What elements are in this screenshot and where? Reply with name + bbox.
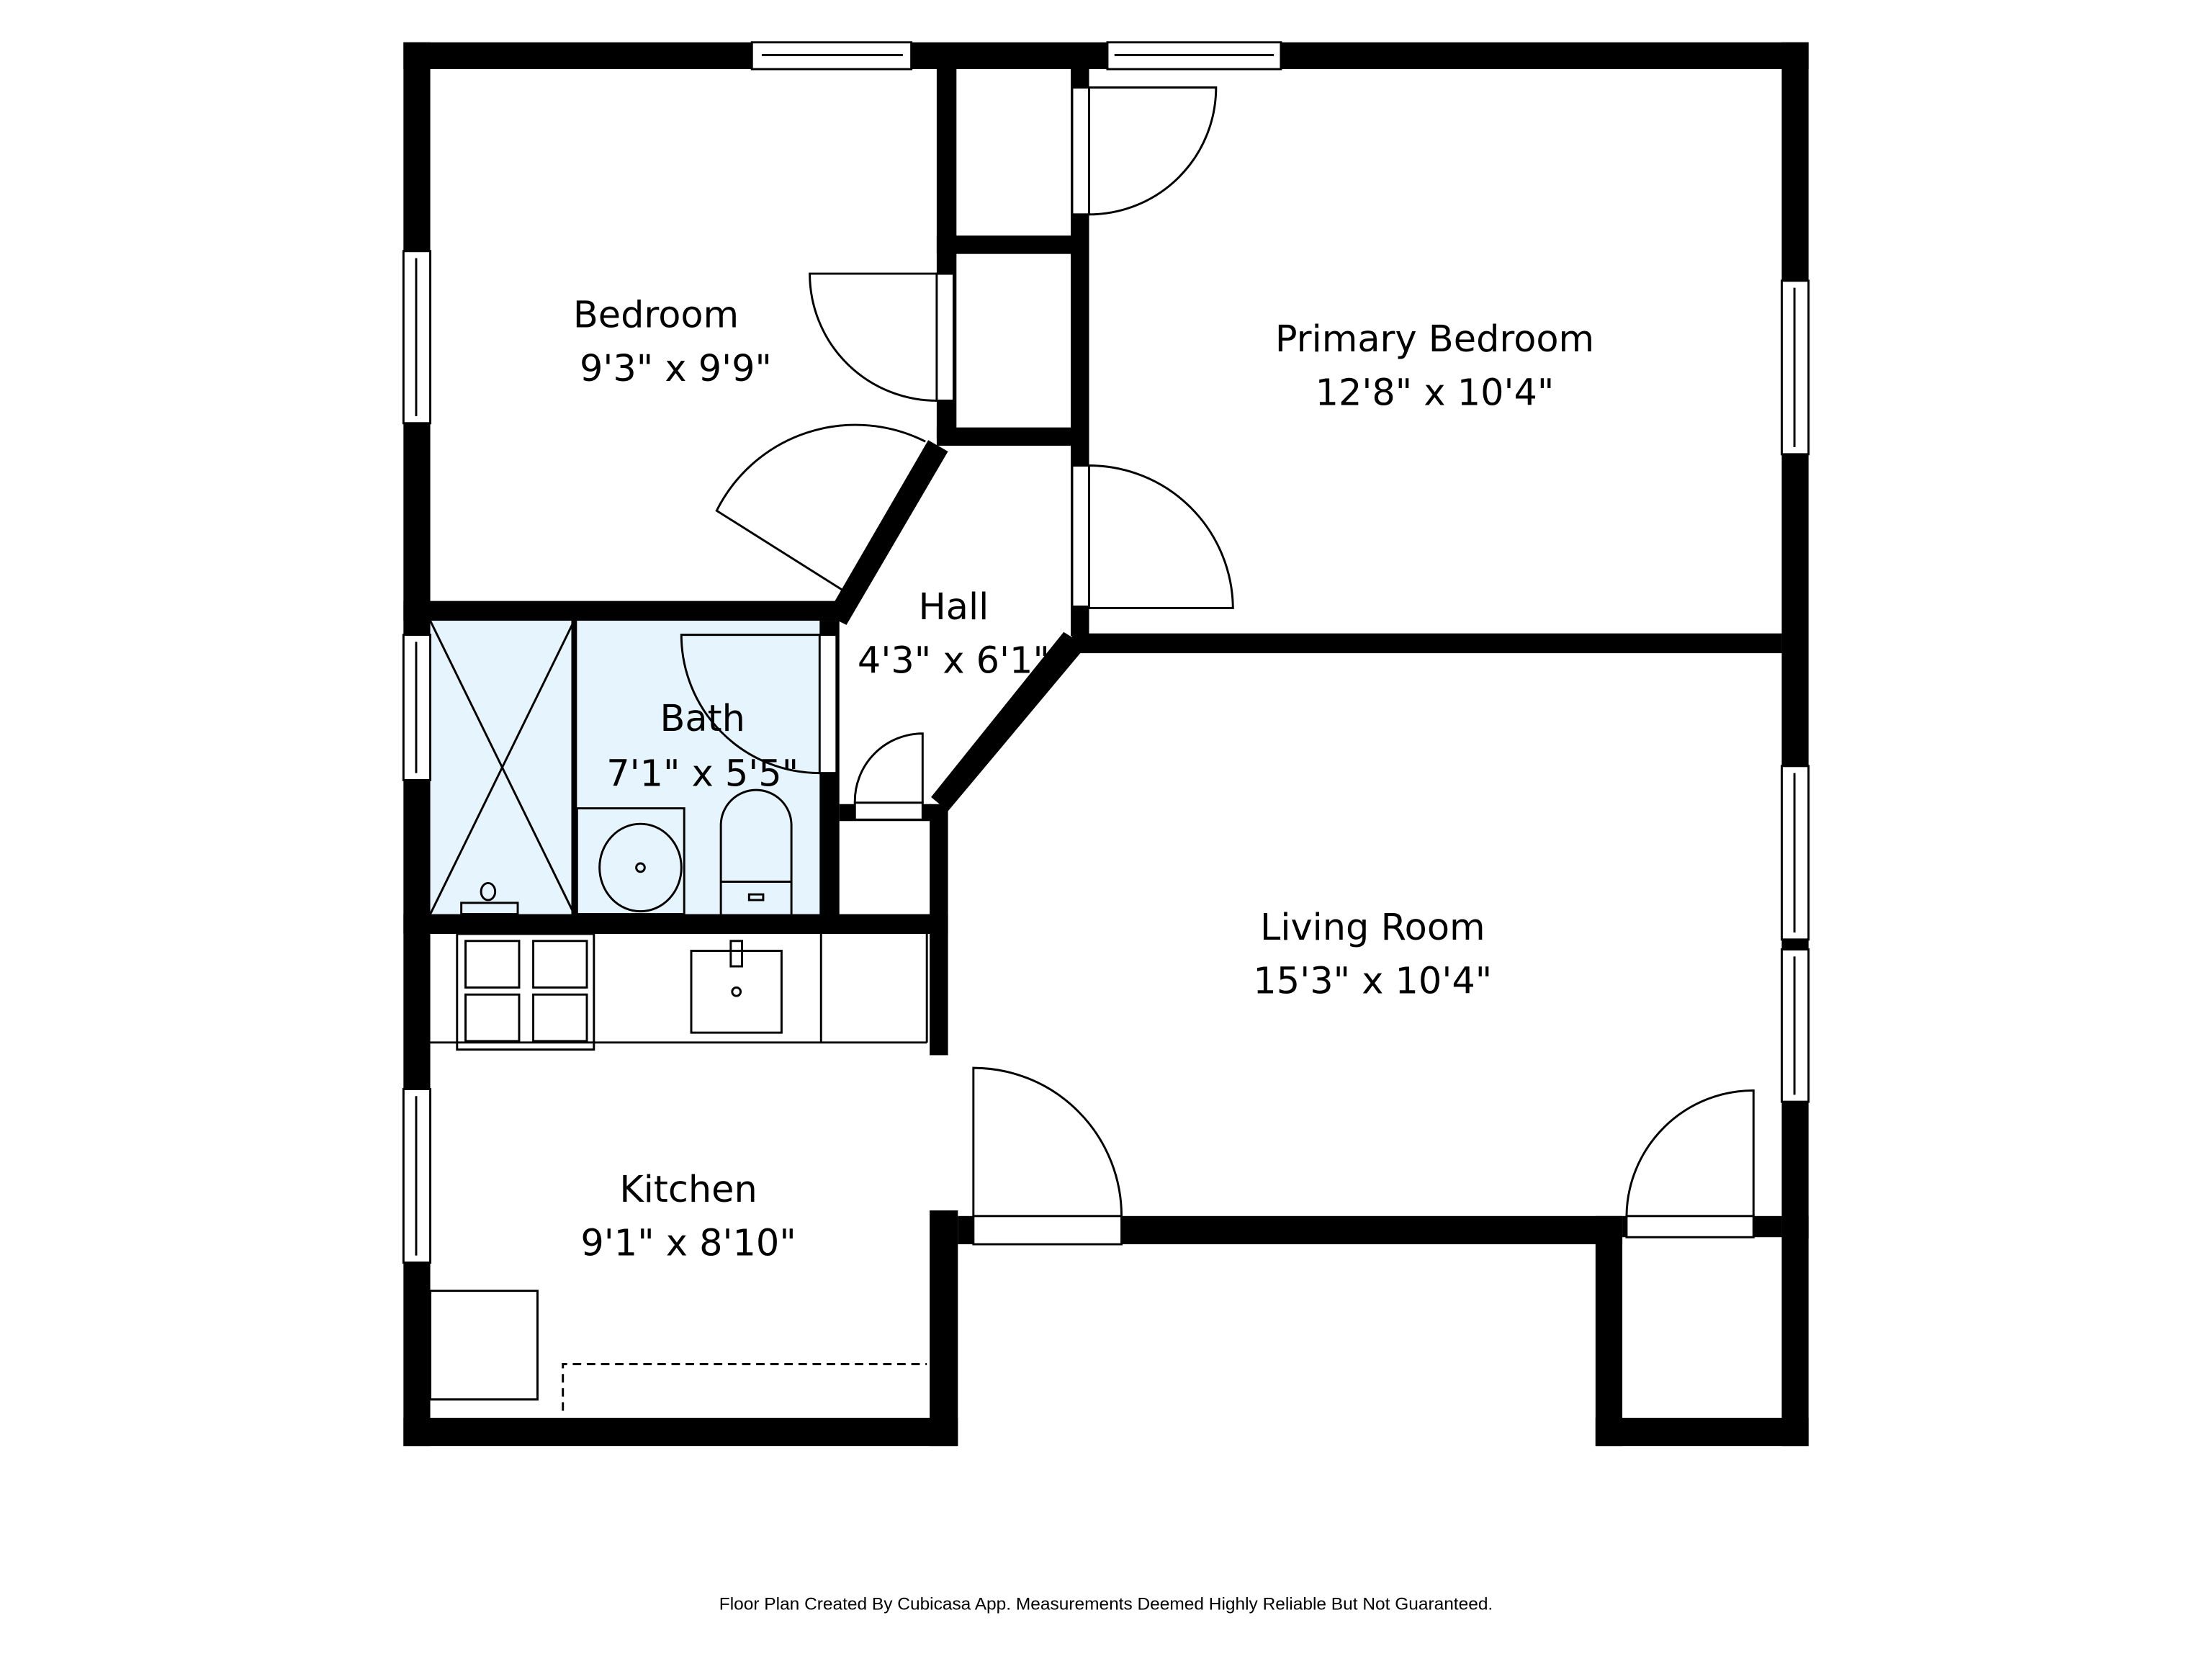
room-size: 7'1" x 5'5" <box>606 752 799 795</box>
room-name: Hall <box>919 586 989 629</box>
room-size: 9'3" x 9'9" <box>580 348 772 390</box>
room-labels: Bedroom 9'3" x 9'9" Primary Bedroom 12'8… <box>573 295 1594 1265</box>
fixtures <box>429 620 928 1411</box>
room-name: Primary Bedroom <box>1275 318 1594 361</box>
room-size: 9'1" x 8'10" <box>580 1223 796 1265</box>
room-name: Living Room <box>1260 907 1485 949</box>
disclaimer-footer: Floor Plan Created By Cubicasa App. Meas… <box>719 1594 1493 1614</box>
room-size: 12'8" x 10'4" <box>1316 372 1555 414</box>
doors <box>680 86 1755 1246</box>
room-name: Kitchen <box>619 1169 757 1211</box>
room-size: 4'3" x 6'1" <box>858 640 1050 683</box>
room-name: Bedroom <box>573 295 739 337</box>
room-size: 15'3" x 10'4" <box>1253 960 1492 1002</box>
room-name: Bath <box>660 698 745 740</box>
windows <box>402 41 1810 1264</box>
